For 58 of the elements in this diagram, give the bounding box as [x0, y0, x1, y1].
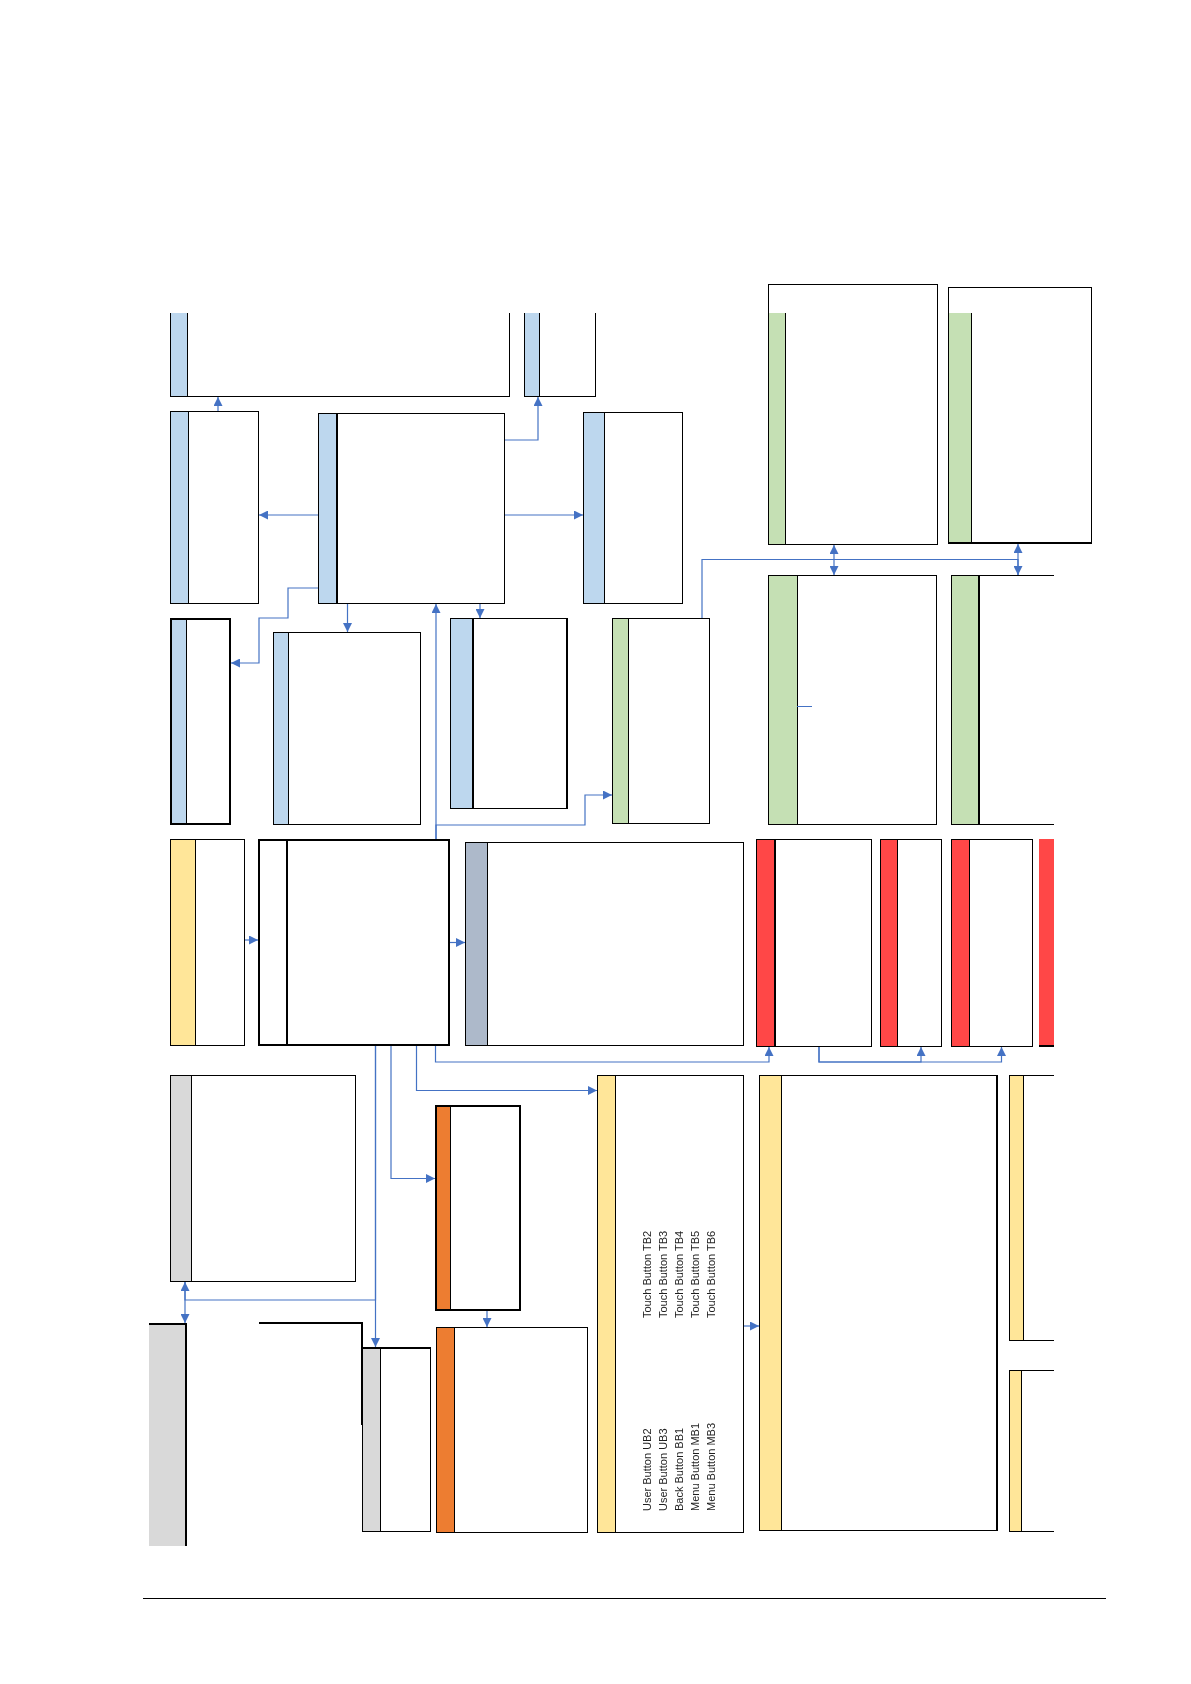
process-box [258, 839, 450, 1046]
button-label: Touch Button TB6 [704, 1229, 718, 1318]
arrow [449, 938, 466, 947]
process-box [436, 1327, 588, 1533]
process-box [273, 632, 421, 825]
process-box [435, 1105, 521, 1311]
button-label: Menu Button MB1 [688, 1421, 702, 1511]
arrow [415, 1045, 598, 1095]
process-box [170, 618, 231, 825]
process-box [465, 842, 744, 1046]
process-box [756, 839, 872, 1047]
arrow [504, 510, 584, 520]
arrow [180, 1281, 190, 1324]
arrow [1013, 543, 1023, 576]
connector-line [701, 558, 1019, 619]
arrow [818, 1046, 1006, 1063]
process-box [597, 1075, 744, 1533]
process-box [612, 618, 710, 824]
arrow [213, 396, 223, 412]
arrow [258, 510, 319, 520]
process-box [768, 284, 938, 545]
button-label: Back Button BB1 [672, 1426, 686, 1511]
button-label: Menu Button MB3 [704, 1421, 718, 1511]
arrow [475, 603, 485, 619]
process-box [1009, 1370, 1054, 1532]
process-box [170, 1075, 356, 1282]
arrow [829, 544, 839, 576]
process-box [170, 313, 510, 397]
arrow [230, 587, 319, 668]
process-box [450, 618, 568, 809]
arrow [244, 935, 259, 945]
process-box [759, 1075, 998, 1531]
process-box [583, 412, 683, 604]
button-label: Touch Button TB3 [656, 1229, 670, 1318]
process-box [951, 575, 1054, 825]
process-box [524, 313, 596, 397]
button-label: User Button UB3 [656, 1427, 670, 1511]
arrow [343, 603, 352, 633]
process-box [318, 413, 505, 604]
arrow [482, 1310, 492, 1328]
arrow [743, 1321, 760, 1331]
button-label: Touch Button TB5 [688, 1229, 702, 1318]
arrow [434, 1045, 774, 1063]
connector-line [184, 1045, 377, 1301]
process-box [170, 411, 259, 604]
button-label: Touch Button TB4 [672, 1229, 686, 1318]
process-box [1009, 1075, 1054, 1341]
button-label: User Button UB2 [640, 1427, 654, 1511]
process-box [951, 839, 1033, 1047]
process-box [362, 1347, 431, 1532]
arrow [390, 1045, 436, 1183]
process-box [170, 839, 245, 1046]
process-box [948, 287, 1092, 544]
process-box [768, 575, 937, 825]
button-label: Touch Button TB2 [640, 1229, 654, 1318]
arrow [435, 790, 613, 840]
process-box [880, 839, 942, 1047]
arrow [504, 396, 543, 441]
